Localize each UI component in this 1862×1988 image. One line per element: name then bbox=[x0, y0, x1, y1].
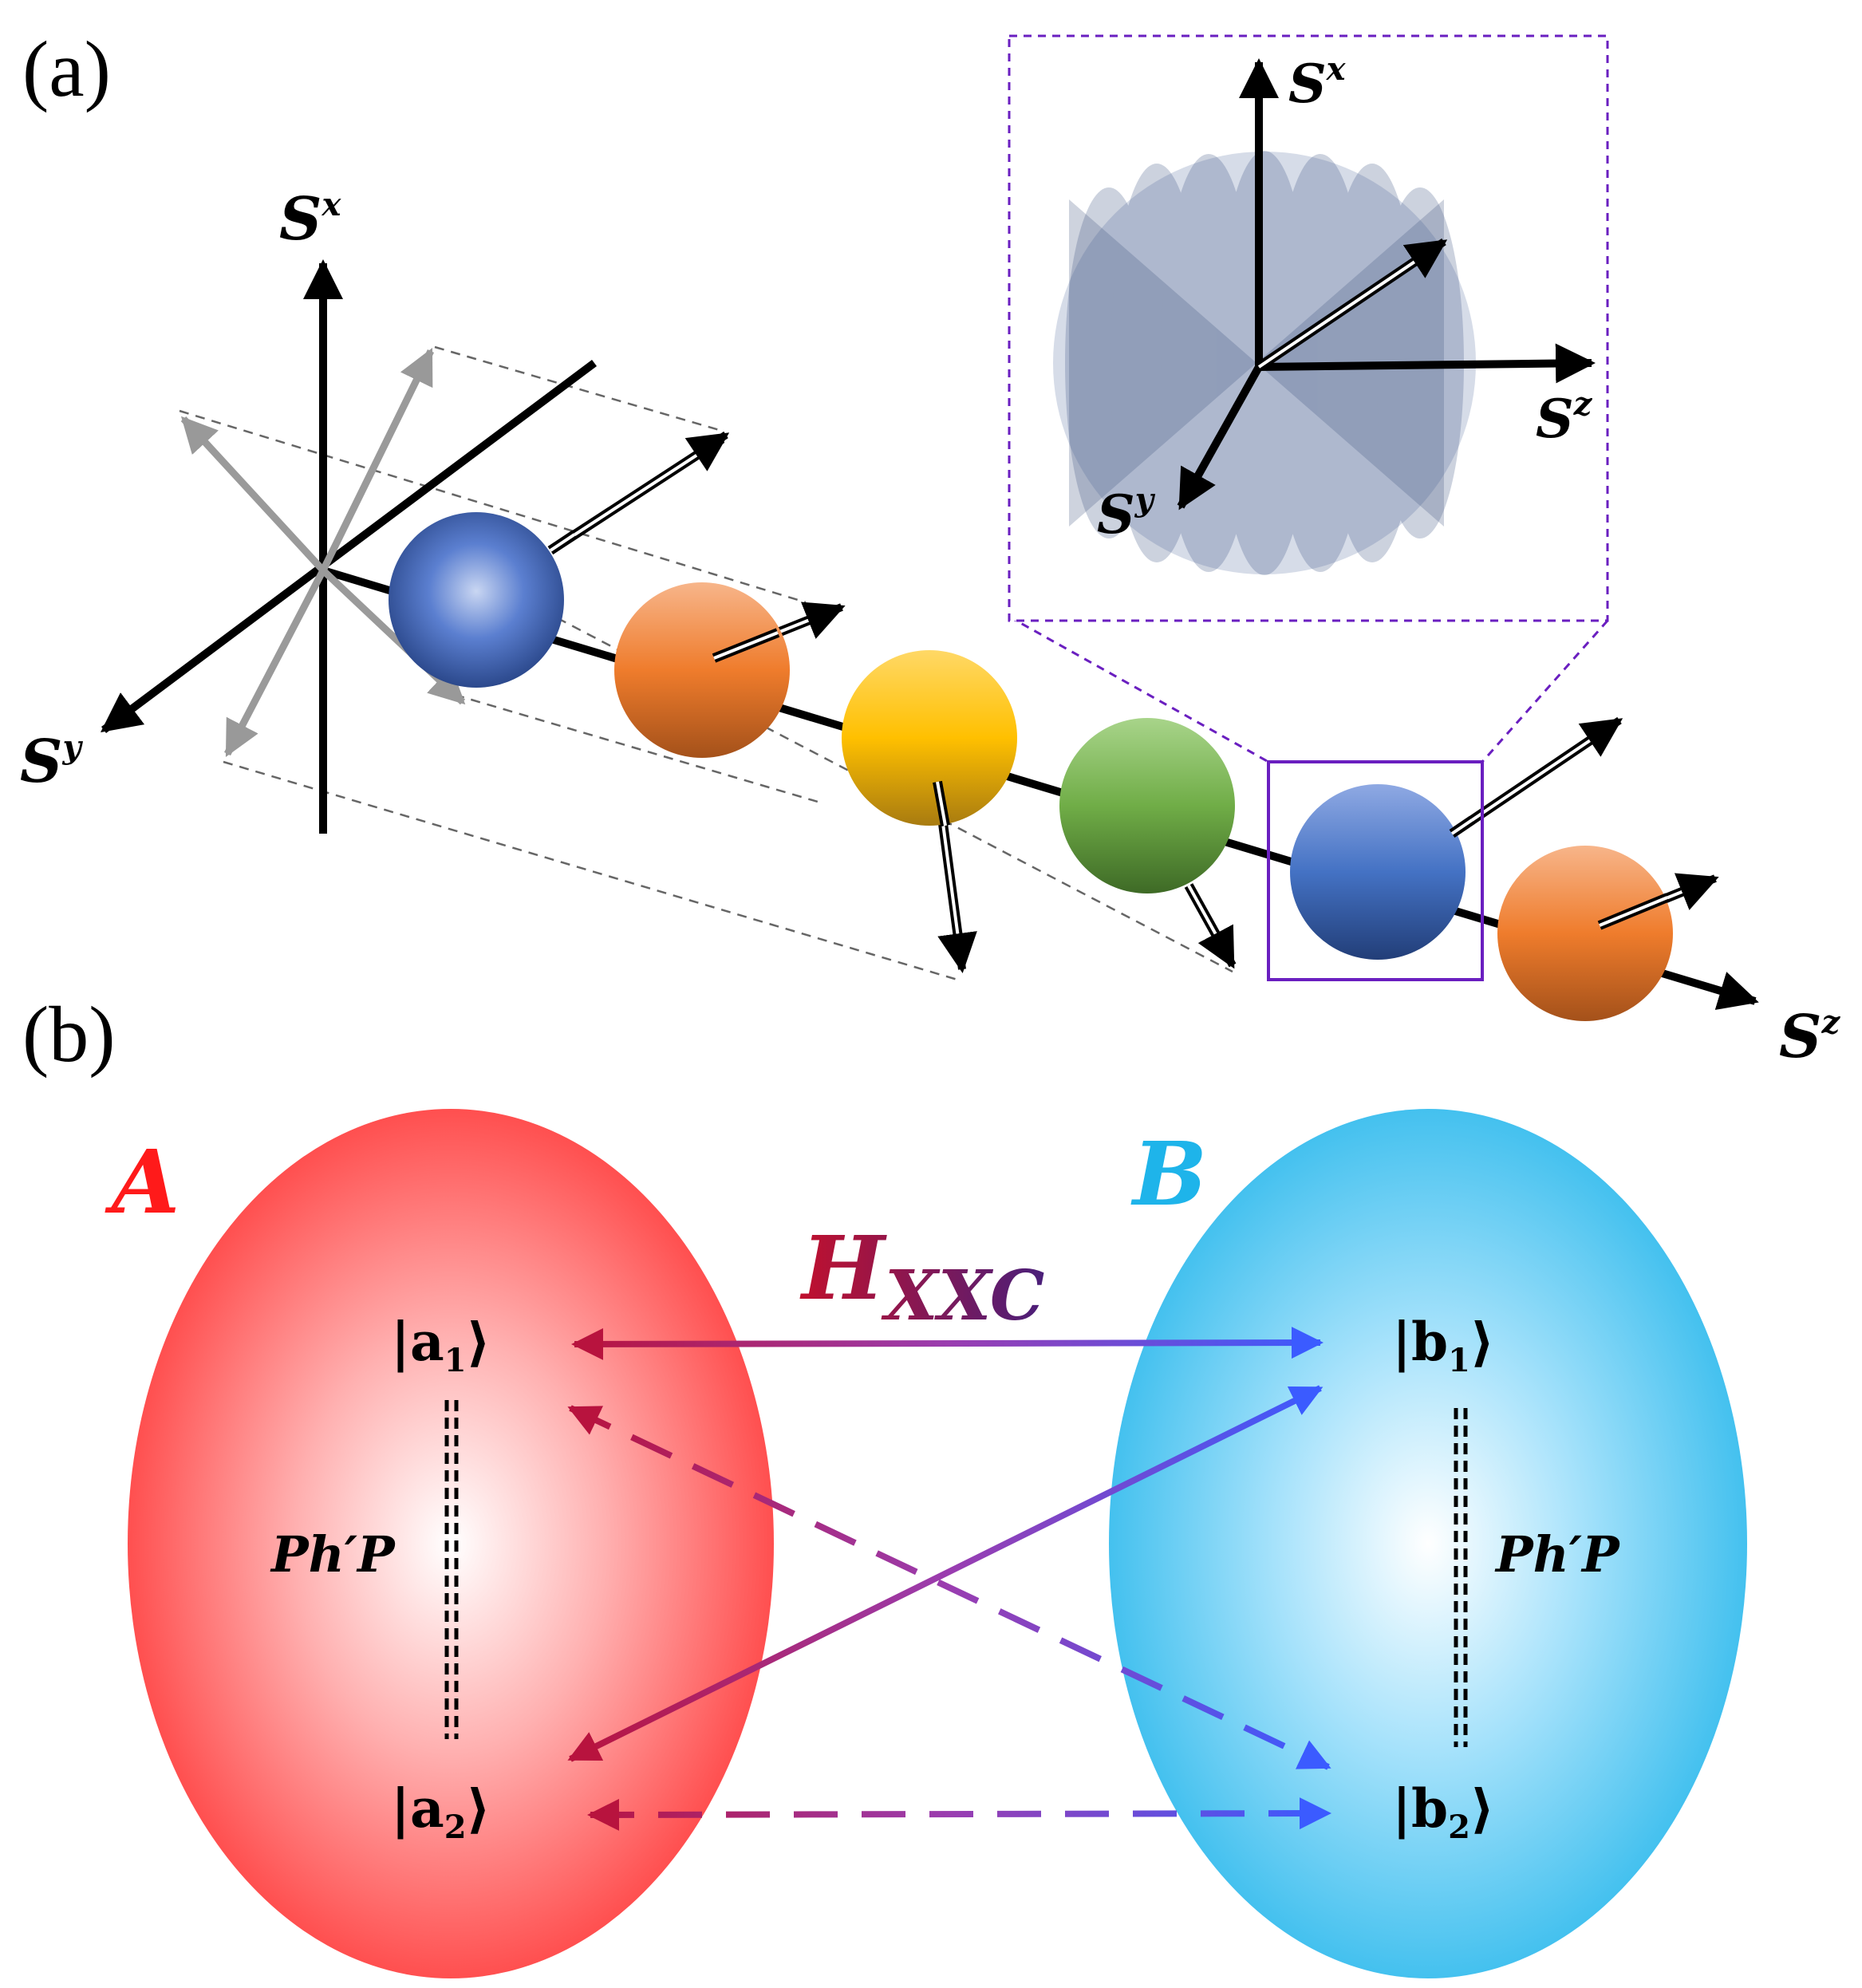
inset-sx-label: Sx bbox=[1288, 50, 1347, 115]
inset-axes bbox=[1177, 58, 1596, 511]
php-label-b: Ph′P bbox=[1494, 1525, 1621, 1584]
subsystem-a-label: A bbox=[105, 1130, 179, 1233]
coupling-arrows bbox=[567, 1327, 1331, 1831]
precession-arrows bbox=[180, 347, 466, 757]
panel-b-label: (b) bbox=[22, 990, 116, 1079]
spin-chain bbox=[389, 512, 1673, 1021]
arrow-a2-b2 bbox=[587, 1797, 1331, 1831]
sy-axis-label: Sy bbox=[20, 728, 83, 796]
zoom-connectors bbox=[1008, 615, 1609, 763]
php-line-b bbox=[1454, 1408, 1468, 1747]
sphere-4 bbox=[1059, 718, 1235, 893]
inset-spin-arrow bbox=[1256, 238, 1448, 371]
inset: Sx Sz Sy bbox=[1008, 34, 1609, 622]
spin-arrow-1 bbox=[547, 431, 730, 555]
sz-axis-label: Sz bbox=[1779, 1003, 1840, 1071]
sphere-3 bbox=[842, 650, 1017, 826]
subsystem-b-label: B bbox=[1130, 1122, 1207, 1225]
inset-sy-label: Sy bbox=[1097, 481, 1156, 546]
spin-arrow-4 bbox=[1184, 883, 1237, 969]
spin-arrow-tails bbox=[547, 531, 1670, 930]
state-a1: |a1⟩ bbox=[391, 1311, 491, 1379]
state-b1: |b1⟩ bbox=[1392, 1311, 1494, 1379]
sphere-2 bbox=[614, 582, 790, 758]
sx-axis-label: Sx bbox=[279, 185, 341, 254]
subsystem-a-ellipse bbox=[128, 1109, 774, 1978]
panel-a-label: (a) bbox=[22, 25, 111, 113]
coupling-label: HXXC bbox=[799, 1217, 1044, 1336]
inset-sz-label: Sz bbox=[1536, 385, 1593, 450]
sphere-5 bbox=[1290, 784, 1466, 960]
state-b2: |b2⟩ bbox=[1392, 1777, 1494, 1846]
sphere-1 bbox=[389, 512, 564, 688]
arrow-a1-b1 bbox=[571, 1327, 1324, 1360]
sphere-6 bbox=[1497, 846, 1673, 1021]
subsystem-b-ellipse bbox=[1109, 1109, 1747, 1978]
state-a2: |a2⟩ bbox=[391, 1777, 491, 1846]
zoom-box bbox=[1267, 760, 1484, 981]
spin-arrow-5 bbox=[1449, 716, 1623, 838]
arrow-a1-b2 bbox=[567, 1405, 1331, 1770]
php-line-a bbox=[444, 1400, 459, 1739]
php-label-a: Ph′P bbox=[270, 1525, 396, 1584]
